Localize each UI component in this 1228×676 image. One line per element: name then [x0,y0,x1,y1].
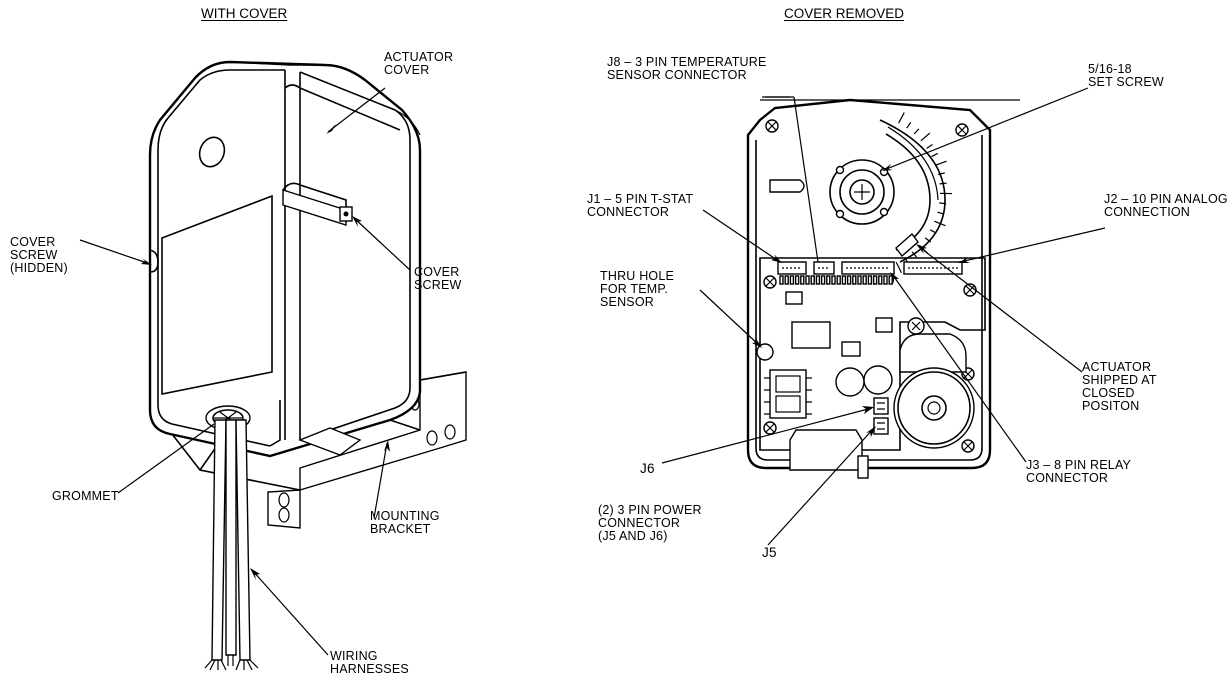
label-cover-screw: COVER SCREW [414,266,462,292]
header-pin [832,276,835,284]
label-set-screw: 5/16-18 SET SCREW [1088,63,1164,89]
header-pin [790,276,793,284]
header-pin [848,276,851,284]
header-pin [785,276,788,284]
header-pin [874,276,877,284]
motor [894,334,974,448]
header-pin [796,276,799,284]
scale-tick [940,183,947,184]
label-actuator-cover: ACTUATOR COVER [384,51,453,77]
degree-scale [880,113,952,273]
actuator-cover-removed [748,100,990,478]
header-pin [811,276,814,284]
scale-tick [935,161,946,165]
header-pin [853,276,856,284]
actuator-with-cover [150,62,466,670]
scale-tick [899,113,905,124]
label-j1-connector: J1 – 5 PIN T-STAT CONNECTOR [587,193,693,219]
header-pin [806,276,809,284]
header-pin [884,276,887,284]
scale-tick [931,153,937,156]
header-pin [827,276,830,284]
heading-cover-removed: COVER REMOVED [784,6,904,21]
j6-connector [874,398,888,414]
header-pin [816,276,819,284]
label-grommet: GROMMET [52,490,119,503]
actuator-cover-body [150,62,420,490]
label-cover-screw-hidden: COVER SCREW (HIDDEN) [10,236,68,275]
header-pin [863,276,866,284]
label-j8-connector: J8 – 3 PIN TEMPERATURE SENSOR CONNECTOR [607,56,767,82]
header-pin [879,276,882,284]
label-mounting-bracket: MOUNTING BRACKET [370,510,440,536]
j5-connector [874,418,888,434]
header-pin [801,276,804,284]
scale-tick [921,133,930,141]
heading-with-cover: WITH COVER [201,6,287,21]
scale-tick [927,144,933,148]
scale-tick [930,230,936,233]
header-pin [842,276,845,284]
header-pin [868,276,871,284]
label-j2-connector: J2 – 10 PIN ANALOG CONNECTION [1104,193,1228,219]
label-actuator-shipped: ACTUATOR SHIPPED AT CLOSED POSITON [1082,361,1157,413]
scale-tick [914,129,919,134]
label-power-connector: (2) 3 PIN POWER CONNECTOR (J5 AND J6) [598,504,702,543]
label-j3-connector: J3 – 8 PIN RELAY CONNECTOR [1026,459,1131,485]
label-thru-hole: THRU HOLE FOR TEMP. SENSOR [600,270,674,309]
label-j6: J6 [640,462,655,475]
scale-tick [907,122,911,128]
wiring-harnesses [205,420,258,670]
label-wiring-harnesses: WIRING HARNESSES [330,650,409,676]
header-pin [780,276,783,284]
label-j5: J5 [762,546,777,559]
scale-tick [896,262,901,273]
header-pin [822,276,825,284]
header-pin [837,276,840,284]
header-pin [858,276,861,284]
